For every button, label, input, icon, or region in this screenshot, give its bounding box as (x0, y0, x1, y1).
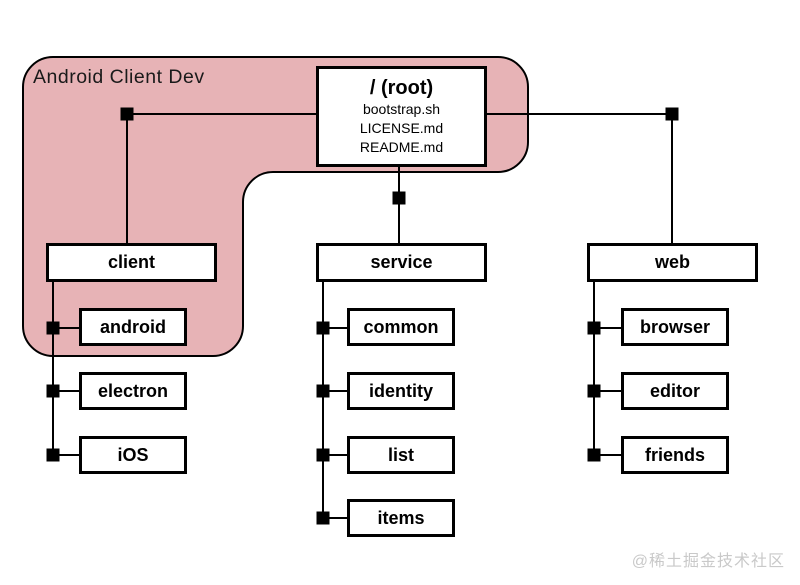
junction-dot (316, 321, 330, 335)
junction-dot (392, 191, 406, 205)
node-list: list (347, 436, 455, 474)
junction-dot (587, 321, 601, 335)
junction-dot (665, 107, 679, 121)
group-label: Android Client Dev (33, 66, 205, 88)
node-identity: identity (347, 372, 455, 410)
junction-dot (316, 448, 330, 462)
watermark: @稀土掘金技术社区 (631, 553, 785, 570)
junction-dot (46, 384, 60, 398)
junction-dots (46, 107, 679, 525)
junction-dot (587, 448, 601, 462)
node-common: common (347, 308, 455, 346)
root-file: bootstrap.sh (362, 101, 441, 117)
node-web: web (587, 243, 758, 282)
node-root: / (root) bootstrap.sh LICENSE.md README.… (316, 66, 487, 167)
node-browser: browser (621, 308, 729, 346)
node-items: items (347, 499, 455, 537)
junction-dot (46, 448, 60, 462)
node-android: android (79, 308, 187, 346)
junction-dot (316, 511, 330, 525)
node-client: client (46, 243, 217, 282)
junction-dot (316, 384, 330, 398)
root-title: / (root) (369, 77, 434, 99)
node-friends: friends (621, 436, 729, 474)
node-ios: iOS (79, 436, 187, 474)
node-editor: editor (621, 372, 729, 410)
junction-dot (587, 384, 601, 398)
node-electron: electron (79, 372, 187, 410)
edge-client-children (52, 282, 79, 456)
root-file: LICENSE.md (359, 120, 444, 136)
node-service: service (316, 243, 487, 282)
root-file: README.md (359, 139, 444, 155)
junction-dot (120, 107, 134, 121)
edge-web-children (593, 282, 621, 456)
junction-dot (46, 321, 60, 335)
edge-service-children (322, 282, 347, 519)
